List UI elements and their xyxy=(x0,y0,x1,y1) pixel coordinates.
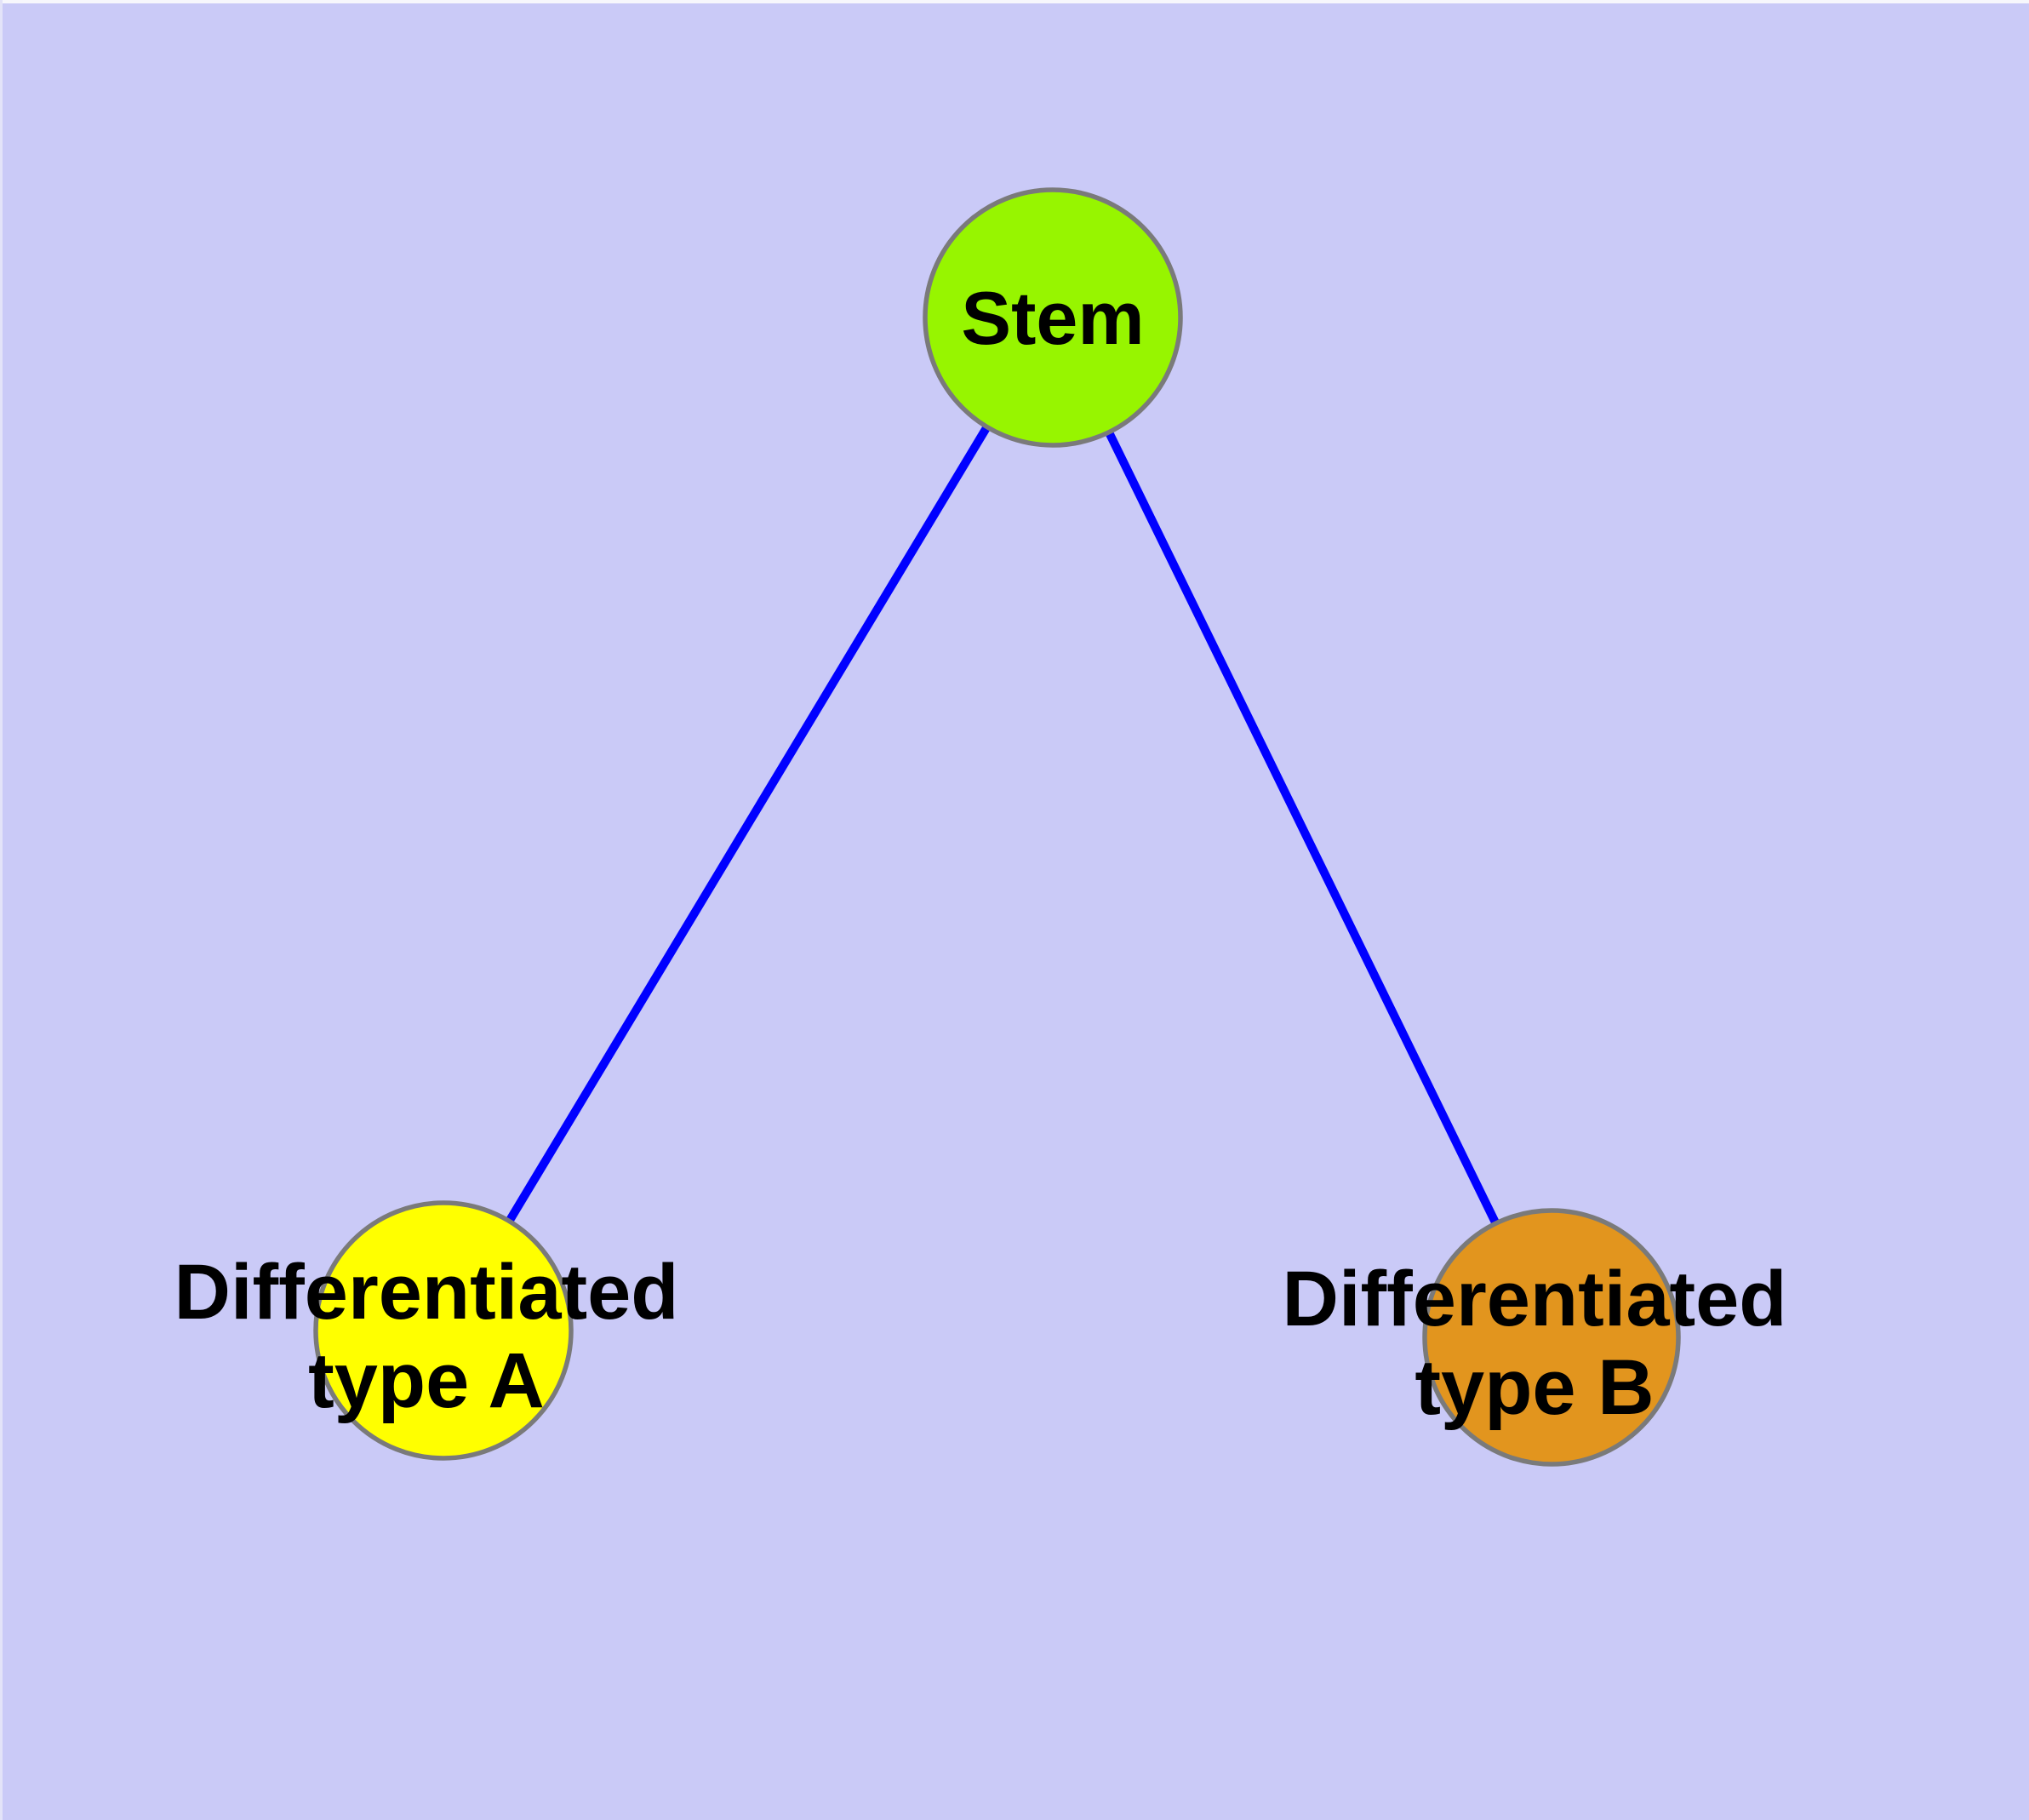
edge-group xyxy=(439,315,1556,1340)
node-stem-circle xyxy=(923,187,1183,448)
node-type-a-label-line2: type A xyxy=(308,1337,545,1424)
node-type-b-label-line2: type B xyxy=(1415,1344,1654,1431)
node-differentiated-type-b: Differentiated type B xyxy=(1283,1208,1787,1467)
edge-stem-to-type-b xyxy=(1049,315,1556,1340)
node-stem-label: Stem xyxy=(961,276,1144,360)
node-type-b-circle xyxy=(1422,1208,1681,1467)
node-type-a-circle xyxy=(313,1200,574,1461)
top-edge-strip xyxy=(0,0,2029,3)
node-type-a-label-line1: Differentiated xyxy=(174,1249,679,1336)
edge-stem-to-type-a xyxy=(439,315,1057,1333)
left-edge-strip xyxy=(0,0,3,1820)
node-type-b-label-line1: Differentiated xyxy=(1283,1256,1787,1342)
node-differentiated-type-a: Differentiated type A xyxy=(174,1200,679,1461)
node-stem: Stem xyxy=(923,187,1183,448)
